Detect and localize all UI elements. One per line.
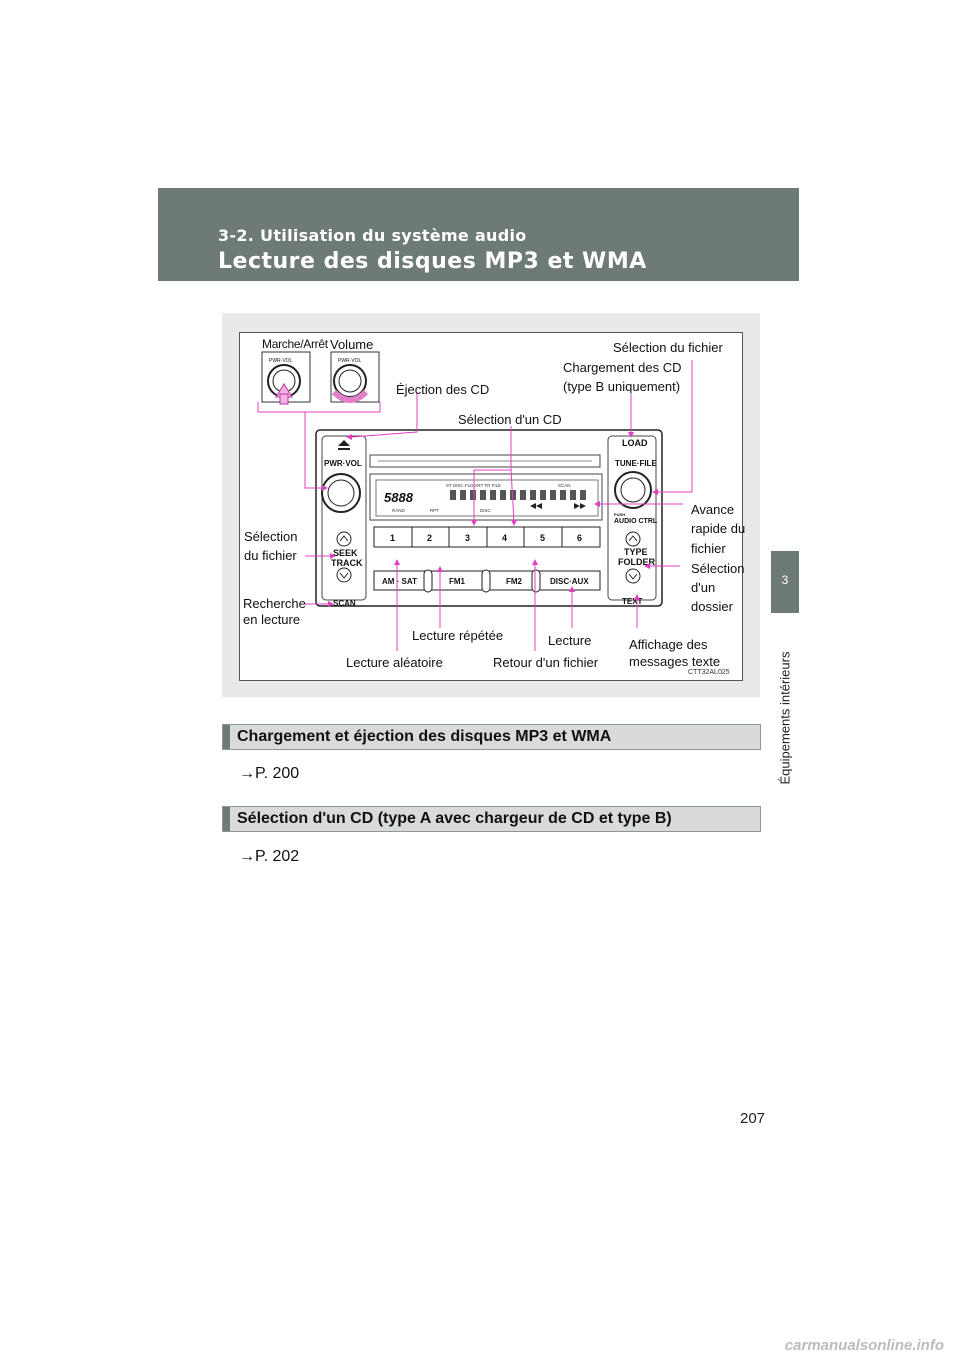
preset-1[interactable]: 1 xyxy=(390,533,395,543)
knob-label-left: PWR·VOL xyxy=(269,358,293,364)
leader-arrowheads xyxy=(322,432,658,607)
push-label: PUSH xyxy=(614,512,625,517)
preset-6[interactable]: 6 xyxy=(577,533,582,543)
seek-label: SEEK xyxy=(333,548,358,558)
watermark-text: carmanualsonline.info xyxy=(784,1337,944,1354)
radio-faceplate xyxy=(315,429,663,607)
label-volume: Volume xyxy=(330,337,374,352)
section-heading: 3-2. Utilisation du système audio xyxy=(218,226,527,245)
label-play: Lecture xyxy=(548,633,592,648)
chapter-number: 3 xyxy=(781,573,789,587)
pwr-vol-label: PWR·VOL xyxy=(324,459,362,468)
knob-label-right: PWR·VOL xyxy=(338,358,362,364)
label-folder-3: dossier xyxy=(691,599,733,614)
label-load-1: Chargement des CD xyxy=(563,360,682,375)
label-folder-1: Sélection xyxy=(691,561,745,576)
footer-watermark: carmanualsonline.info xyxy=(0,1333,960,1358)
preset-4[interactable]: 4 xyxy=(502,533,507,543)
preset-5[interactable]: 5 xyxy=(540,533,545,543)
section-header-band xyxy=(158,188,799,281)
volume-knob-inset xyxy=(330,351,380,403)
figure-code: CTT32AL025 xyxy=(688,669,730,676)
tune-file-label: TUNE·FILE xyxy=(615,459,657,468)
label-folder-2: d'un xyxy=(691,580,716,595)
section-bar-marker xyxy=(223,807,230,831)
section-bar-loading: Chargement et éjection des disques MP3 e… xyxy=(222,724,761,750)
section-title-cd-select: Sélection d'un CD (type A avec chargeur … xyxy=(237,810,672,827)
label-text-2: messages texte xyxy=(629,654,721,669)
label-file-select-top: Sélection du fichier xyxy=(613,340,723,355)
preset-3[interactable]: 3 xyxy=(465,533,470,543)
label-random: Lecture aléatoire xyxy=(346,655,443,670)
label-ff-2: rapide du xyxy=(691,521,746,536)
text-button[interactable]: TEXT xyxy=(622,597,643,606)
label-ff-3: fichier xyxy=(691,541,726,556)
track-label: TRACK xyxy=(331,558,363,568)
display-disc: DISC xyxy=(480,508,492,513)
scan-button[interactable]: SCAN xyxy=(333,599,356,608)
label-repeat: Lecture répétée xyxy=(412,628,504,643)
label-file-select-left-1: Sélection xyxy=(244,529,298,544)
label-text-1: Affichage des xyxy=(629,637,708,652)
load-button[interactable]: LOAD xyxy=(622,438,648,448)
display-rand: RAND xyxy=(392,508,406,513)
label-ff-1: Avance xyxy=(691,502,735,517)
leader-lines xyxy=(304,360,693,651)
power-knob-inset xyxy=(261,351,311,405)
display-scan: SCAN xyxy=(558,483,571,488)
page-reference-200[interactable]: →P. 200 xyxy=(239,765,300,782)
label-eject: Éjection des CD xyxy=(396,382,490,397)
section-bar-marker xyxy=(223,725,230,749)
preset-2[interactable]: 2 xyxy=(427,533,432,543)
section-bar-cd-select: Sélection d'un CD (type A avec chargeur … xyxy=(222,806,761,832)
band-fm1[interactable]: FM1 xyxy=(449,577,466,586)
band-fm2[interactable]: FM2 xyxy=(506,577,523,586)
label-file-select-left-2: du fichier xyxy=(244,548,297,563)
band-am-sat[interactable]: AM · SAT xyxy=(382,577,417,586)
label-power: Marche/Arrêt xyxy=(262,337,328,351)
band-disc-aux[interactable]: DISC·AUX xyxy=(550,577,589,586)
folder-label: FOLDER xyxy=(618,557,655,567)
audio-ctrl-label: AUDIO CTRL xyxy=(614,518,658,525)
page-number: 207 xyxy=(740,1110,766,1127)
page-reference-202[interactable]: →P. 202 xyxy=(239,848,300,865)
label-scan-1: Recherche xyxy=(243,596,306,611)
label-load-2: (type B uniquement) xyxy=(563,379,681,394)
page-title: Lecture des disques MP3 et WMA xyxy=(218,249,647,274)
type-label: TYPE xyxy=(624,547,648,557)
label-cd-select: Sélection d'un CD xyxy=(458,412,562,427)
label-scan-2: en lecture xyxy=(243,612,301,627)
section-title-loading: Chargement et éjection des disques MP3 e… xyxy=(237,728,612,745)
display-rpt: RPT xyxy=(430,508,439,513)
display-digits: 5888 xyxy=(384,490,414,505)
chapter-tab[interactable] xyxy=(771,551,799,613)
label-file-back: Retour d'un fichier xyxy=(493,655,599,670)
